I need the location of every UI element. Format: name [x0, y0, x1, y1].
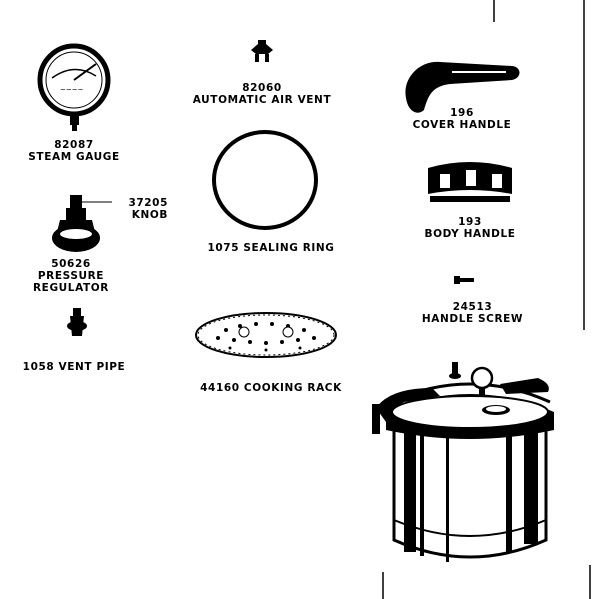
canner-drawing [372, 362, 554, 562]
sealing-ring-text: 1075 SEALING RING [196, 242, 346, 254]
knob-label: 37205 KNOB [108, 197, 168, 221]
knob-number: 37205 [108, 197, 168, 209]
body-handle-name: BODY HANDLE [410, 228, 530, 240]
regulator-number: 50626 [16, 258, 126, 270]
body-handle-drawing [428, 162, 512, 202]
steam-gauge-drawing: ~~~~ [40, 46, 108, 131]
steam-gauge-name: STEAM GAUGE [14, 151, 134, 163]
cover-handle-drawing [405, 62, 519, 113]
air-vent-label: 82060 AUTOMATIC AIR VENT [172, 82, 352, 106]
vent-pipe-label: 1058 VENT PIPE [14, 361, 134, 373]
sealing-ring-label: 1075 SEALING RING [196, 242, 346, 254]
cooking-rack-text: 44160 COOKING RACK [186, 382, 356, 394]
vent-pipe-drawing [67, 308, 87, 336]
cover-handle-number: 196 [402, 107, 522, 119]
air-vent-name: AUTOMATIC AIR VENT [172, 94, 352, 106]
steam-gauge-number: 82087 [14, 139, 134, 151]
sealing-ring-drawing [214, 132, 316, 228]
handle-screw-drawing [454, 276, 474, 284]
steam-gauge-label: 82087 STEAM GAUGE [14, 139, 134, 163]
vent-pipe-text: 1058 VENT PIPE [14, 361, 134, 373]
body-handle-number: 193 [410, 216, 530, 228]
regulator-name-line2: REGULATOR [16, 282, 126, 294]
knob-name: KNOB [108, 209, 168, 221]
cover-handle-name: COVER HANDLE [402, 119, 522, 131]
handle-screw-number: 24513 [410, 301, 535, 313]
svg-text:~~~~: ~~~~ [60, 86, 84, 94]
regulator-label: 50626 PRESSURE REGULATOR [16, 258, 126, 294]
pressure-regulator-drawing [52, 195, 112, 252]
regulator-name-line1: PRESSURE [16, 270, 126, 282]
cover-handle-label: 196 COVER HANDLE [402, 107, 522, 131]
air-vent-number: 82060 [172, 82, 352, 94]
cooking-rack-drawing [196, 313, 336, 357]
body-handle-label: 193 BODY HANDLE [410, 216, 530, 240]
cooking-rack-label: 44160 COOKING RACK [186, 382, 356, 394]
handle-screw-label: 24513 HANDLE SCREW [410, 301, 535, 325]
handle-screw-name: HANDLE SCREW [410, 313, 535, 325]
air-vent-drawing [251, 40, 273, 62]
